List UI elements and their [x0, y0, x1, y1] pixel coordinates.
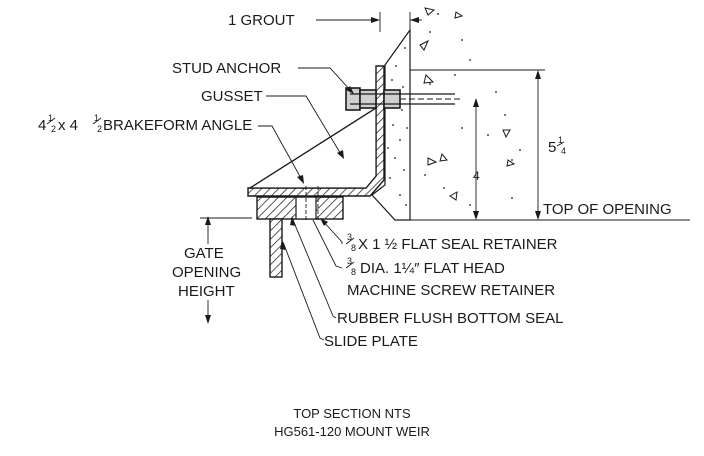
- slide-plate-label: SLIDE PLATE: [324, 333, 418, 350]
- seal-retainer-label: X 1 ½ FLAT SEAL RETAINER: [358, 236, 558, 253]
- grout-dimension: 1 GROUT: [228, 12, 422, 32]
- retainer-frac-num: 3: [347, 232, 352, 242]
- gate-label-2: OPENING: [172, 264, 241, 281]
- retainer-frac-den: 8: [351, 243, 356, 253]
- angle-frac2-num: 1: [94, 113, 99, 123]
- seal-retainer-callout: 3 8 X 1 ½ FLAT SEAL RETAINER: [320, 218, 558, 253]
- gusset-label: GUSSET: [201, 88, 263, 105]
- rubber-seal-label: RUBBER FLUSH BOTTOM SEAL: [337, 310, 563, 327]
- slide-plate: [269, 218, 283, 278]
- slide-plate-callout: SLIDE PLATE: [280, 240, 418, 350]
- dim-5-quarter: 5 1 4: [535, 70, 566, 220]
- angle-label: BRAKEFORM ANGLE: [103, 117, 252, 134]
- rubber-seal-callout: RUBBER FLUSH BOTTOM SEAL: [290, 216, 563, 327]
- caption-line-1: TOP SECTION NTS: [293, 406, 411, 421]
- screw-frac-den: 8: [351, 267, 356, 277]
- top-of-opening-label: TOP OF OPENING: [543, 201, 672, 218]
- stud-anchor-label: STUD ANCHOR: [172, 60, 281, 77]
- dim-5-frac-den: 4: [561, 146, 566, 156]
- dim-5-whole: 5: [548, 139, 556, 156]
- grout-label: 1 GROUT: [228, 12, 295, 29]
- top-of-opening: TOP OF OPENING: [540, 201, 690, 221]
- stud-anchor-callout: STUD ANCHOR: [172, 60, 354, 94]
- caption-line-2: HG561-120 MOUNT WEIR: [274, 424, 430, 439]
- angle-prefix: 4: [38, 117, 46, 134]
- screw-label-1: DIA. 1¼″ FLAT HEAD: [360, 260, 505, 277]
- angle-frac1-den: 2: [51, 124, 56, 134]
- gusset: [247, 106, 377, 189]
- angle-frac2-den: 2: [97, 124, 102, 134]
- dim-4-label: 4: [473, 169, 480, 183]
- gate-opening-dim: GATE OPENING HEIGHT: [172, 216, 252, 324]
- angle-frac1-num: 1: [48, 113, 53, 123]
- gate-label-3: HEIGHT: [178, 283, 235, 300]
- angle-mid: x 4: [58, 117, 78, 134]
- dim-5-frac-num: 1: [558, 135, 563, 145]
- seal-assembly: [256, 186, 344, 222]
- screw-label-2: MACHINE SCREW RETAINER: [347, 282, 555, 299]
- gate-label-1: GATE: [184, 245, 224, 262]
- concrete-wall: [371, 7, 545, 221]
- stud-anchor: [345, 87, 460, 111]
- gusset-callout: GUSSET: [201, 88, 344, 159]
- screw-callout: 3 8 DIA. 1¼″ FLAT HEAD MACHINE SCREW RET…: [312, 219, 555, 299]
- angle-callout: 4 1 2 x 4 1 2 BRAKEFORM ANGLE: [38, 113, 304, 184]
- dim-4: 4: [473, 98, 480, 220]
- screw-frac-num: 3: [347, 256, 352, 266]
